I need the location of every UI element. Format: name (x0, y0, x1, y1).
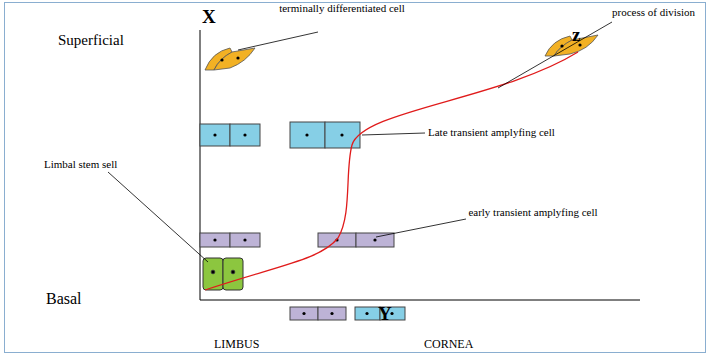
region-ellipse (200, 238, 592, 354)
axis-label: z (572, 24, 580, 46)
cell-nuclei (213, 238, 376, 315)
callout-label: terminally differentiated cell (276, 2, 408, 15)
axis-label: X (202, 6, 216, 28)
region-label: Basal (46, 290, 82, 308)
late-ta-cells (200, 122, 405, 320)
region-ellipse (263, 263, 595, 331)
y-axis (200, 300, 640, 301)
cell-nuclei (220, 43, 581, 61)
axis-label: Y (378, 303, 392, 325)
cell-nuclei (213, 133, 393, 315)
region-ellipse (201, 239, 591, 353)
region-label: LIMBUS (214, 338, 259, 352)
callout-label: process of division (612, 6, 695, 19)
squamous-cells (205, 35, 598, 70)
region-label: CORNEA (424, 338, 473, 352)
tissue-region: LIMBUS CORNEA (200, 238, 592, 354)
stem-cells (203, 258, 243, 290)
callout-label: Late transient amplyfing cell (428, 126, 555, 139)
callout-label: Limbal stem sell (44, 158, 117, 171)
leader-lines (108, 22, 612, 262)
division-curve (205, 52, 578, 290)
frame (5, 3, 706, 353)
region-ellipse (262, 262, 596, 332)
callout-label: early transient amplyfing cell (468, 206, 598, 219)
x-axis (200, 30, 201, 300)
tissue-region: CORNEA (262, 262, 596, 332)
region-label: Superficial (58, 32, 124, 49)
early-ta-cells (200, 233, 394, 320)
